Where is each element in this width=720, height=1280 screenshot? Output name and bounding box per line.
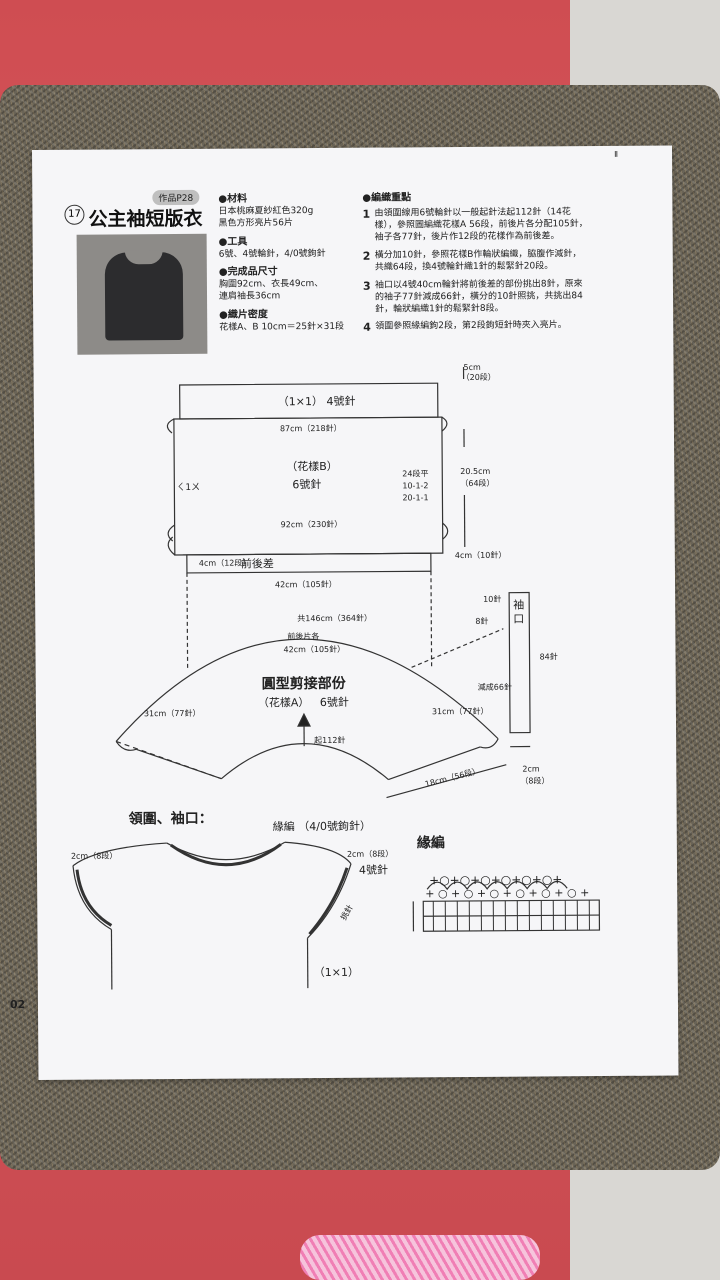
neck-edge-label: 緣編 （4/0號鉤針） [272,819,371,834]
sleeve-label: 袖口 [513,598,525,626]
side-mark: ㄑ1ㄨ [176,482,201,494]
front-back-width: 42cm（105針） [275,579,337,590]
yoke-start: 起112針 [314,735,346,746]
neck-title: 領圍、袖口： [128,810,213,828]
yoke-outer-label: 共146cm（364針） [297,613,373,624]
neck-left-height: 2cm（8段） [70,851,118,861]
body-needle-label: 6號針 [292,477,322,492]
sleeve-pick: 8針 [475,616,489,626]
neck-right-needle: 4號針 [358,863,389,877]
dec-line-1: 24段平 [402,469,429,479]
underarm-label: 4cm（10針） [454,550,507,561]
front-back-label: 前後差 [240,557,274,571]
sleeve-total: 84針 [539,652,558,662]
yoke-fb-label: 前後片各 [287,632,320,642]
yoke-left-sleeve: 31cm（77針） [143,708,201,719]
rib-height-1: 5cm [463,362,481,372]
edge-chart-row-2: + ○ + ○ + ○ + ○ + ○ + ○ + [425,886,590,901]
rib-label: （1×1） 4號針 [277,394,356,409]
yoke-fb-width: 42cm（105針） [283,644,346,655]
body-height-1: 20.5cm [460,466,491,477]
sleeve-top: 10針 [483,594,502,604]
rib-height-2: （20段） [461,372,496,383]
neck-rib-label: （1×1） [313,965,360,980]
yoke-needle: 6號針 [319,695,349,710]
pink-yarn [300,1235,540,1280]
sleeve-dec: 減成66針 [477,682,512,692]
pattern-b-label: （花樣B） [286,459,338,474]
dec-line-3: 20-1-1 [402,493,429,503]
sleeve-height-2: （8段） [520,776,550,786]
diagram-drawings [72,366,601,990]
yoke-pattern: （花樣A） [257,696,310,710]
yoke-title: 圓型剪接部份 [261,675,346,693]
sleeve-height-1: 2cm [522,764,540,774]
dec-line-2: 10-1-2 [402,481,429,491]
pattern-sheet: 作品P28 17 公主袖短版衣 Ⅱ ●材料 日本桃麻夏紗紅色320g 黑色方形亮… [10,145,679,1080]
yoke-right-sleeve: 31cm（77針） [431,706,489,717]
body-height-2: （64段） [460,478,495,489]
bottom-width-label: 92cm（230針） [280,519,343,530]
edge-chart-title: 緣編 [416,835,445,852]
top-width-label: 87cm（218針） [279,423,342,434]
page-number: 02 [9,998,26,1012]
neck-right-height: 2cm（8段） [346,849,394,859]
